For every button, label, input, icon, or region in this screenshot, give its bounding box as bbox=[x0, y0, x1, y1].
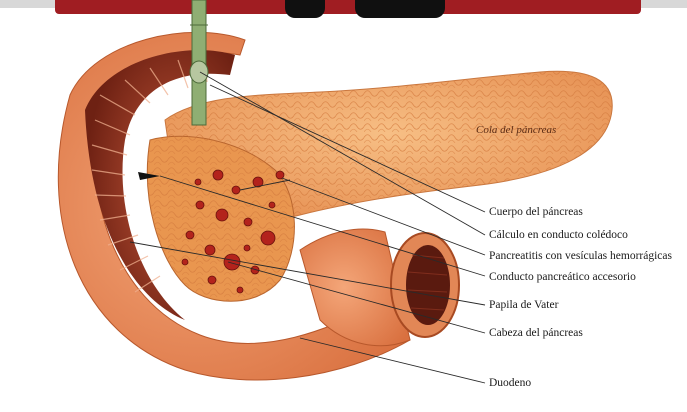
callout-conducto: Conducto pancreático accesorio bbox=[489, 270, 636, 284]
region-label-tail: Cola del páncreas bbox=[476, 124, 556, 136]
callout-calculo: Cálculo en conducto colédoco bbox=[489, 228, 628, 242]
callout-cuerpo: Cuerpo del páncreas bbox=[489, 205, 583, 219]
callout-papila: Papila de Vater bbox=[489, 298, 558, 312]
callout-cabeza: Cabeza del páncreas bbox=[489, 326, 583, 340]
callout-pancreatitis: Pancreatitis con vesículas hemorrágicas bbox=[489, 249, 672, 263]
common-bile-duct bbox=[190, 0, 208, 125]
callout-duodeno: Duodeno bbox=[489, 376, 531, 390]
